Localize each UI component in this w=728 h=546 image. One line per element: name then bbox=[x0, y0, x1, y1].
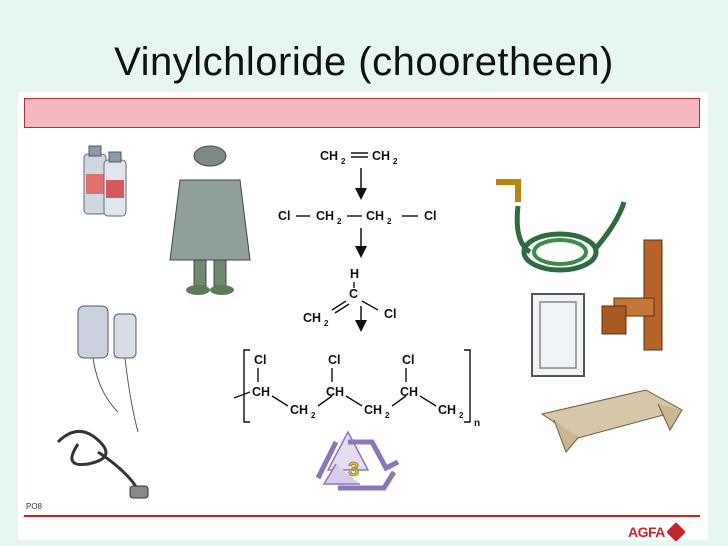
infusion-bags-illustration bbox=[77, 305, 139, 433]
bottles-illustration bbox=[83, 145, 127, 217]
slide-title: Vinylchloride (chooretheen) bbox=[114, 40, 614, 84]
faucet-hose-illustration bbox=[496, 179, 627, 273]
pallet-illustration bbox=[540, 389, 684, 453]
arrow-down-3 bbox=[355, 320, 367, 332]
s3-h: H bbox=[350, 267, 359, 281]
poly-n: n bbox=[474, 418, 480, 429]
s2-ch-a: CH bbox=[316, 209, 334, 223]
poly-ch2-1: CH bbox=[290, 403, 308, 417]
poly-ch-1: CH bbox=[252, 385, 270, 399]
drain-pipe-illustration bbox=[601, 239, 663, 351]
footer-code: PO8 bbox=[26, 502, 43, 511]
chem-diagram: CH 2 CH 2 Cl CH 2 CH 2 Cl H C bbox=[56, 145, 684, 499]
poly-sub-2: 2 bbox=[385, 411, 390, 420]
s2-cl-left: Cl bbox=[278, 209, 291, 223]
s1-right-sub: 2 bbox=[393, 157, 398, 166]
footer-divider bbox=[24, 515, 700, 517]
poly-ch-2: CH bbox=[326, 385, 344, 399]
logo-rhombus-icon bbox=[665, 522, 686, 542]
s2-ch-a-sub: 2 bbox=[337, 217, 342, 226]
window-frame-illustration bbox=[531, 293, 585, 377]
recycle-icon: 3 bbox=[315, 430, 400, 491]
s2-cl-right: Cl bbox=[424, 209, 437, 223]
s1-left-ch: CH bbox=[320, 149, 338, 163]
s1-left-sub: 2 bbox=[341, 157, 346, 166]
poly-ch-3: CH bbox=[400, 385, 418, 399]
poly-ch2-2: CH bbox=[364, 403, 382, 417]
cable-plug-illustration bbox=[56, 430, 149, 499]
s3-cl: Cl bbox=[384, 307, 397, 321]
poly-sub-3: 2 bbox=[459, 411, 464, 420]
arrow-down-1 bbox=[355, 188, 367, 200]
poly-cl-1: Cl bbox=[254, 353, 267, 367]
agfa-logo: AGFA bbox=[628, 522, 686, 542]
header-bar bbox=[24, 98, 700, 128]
polymer-bracket-right bbox=[464, 349, 471, 423]
s2-ch-b: CH bbox=[366, 209, 384, 223]
s3-ch: CH bbox=[303, 311, 321, 325]
poly-cl-3: Cl bbox=[402, 353, 415, 367]
poly-sub-1: 2 bbox=[311, 411, 316, 420]
recycle-number: 3 bbox=[348, 459, 359, 481]
poly-ch2-3: CH bbox=[438, 403, 456, 417]
arrow-down-2 bbox=[355, 246, 367, 258]
s1-right-ch: CH bbox=[372, 149, 390, 163]
content-panel: CH 2 CH 2 Cl CH 2 CH 2 Cl H C bbox=[18, 92, 708, 542]
poly-cl-2: Cl bbox=[328, 353, 341, 367]
s2-ch-b-sub: 2 bbox=[387, 217, 392, 226]
polymer-bracket-left bbox=[243, 349, 250, 423]
s3-c: C bbox=[349, 287, 358, 301]
raincoat-illustration bbox=[169, 145, 251, 295]
logo-text: AGFA bbox=[628, 524, 665, 540]
s3-ch-sub: 2 bbox=[324, 319, 329, 328]
